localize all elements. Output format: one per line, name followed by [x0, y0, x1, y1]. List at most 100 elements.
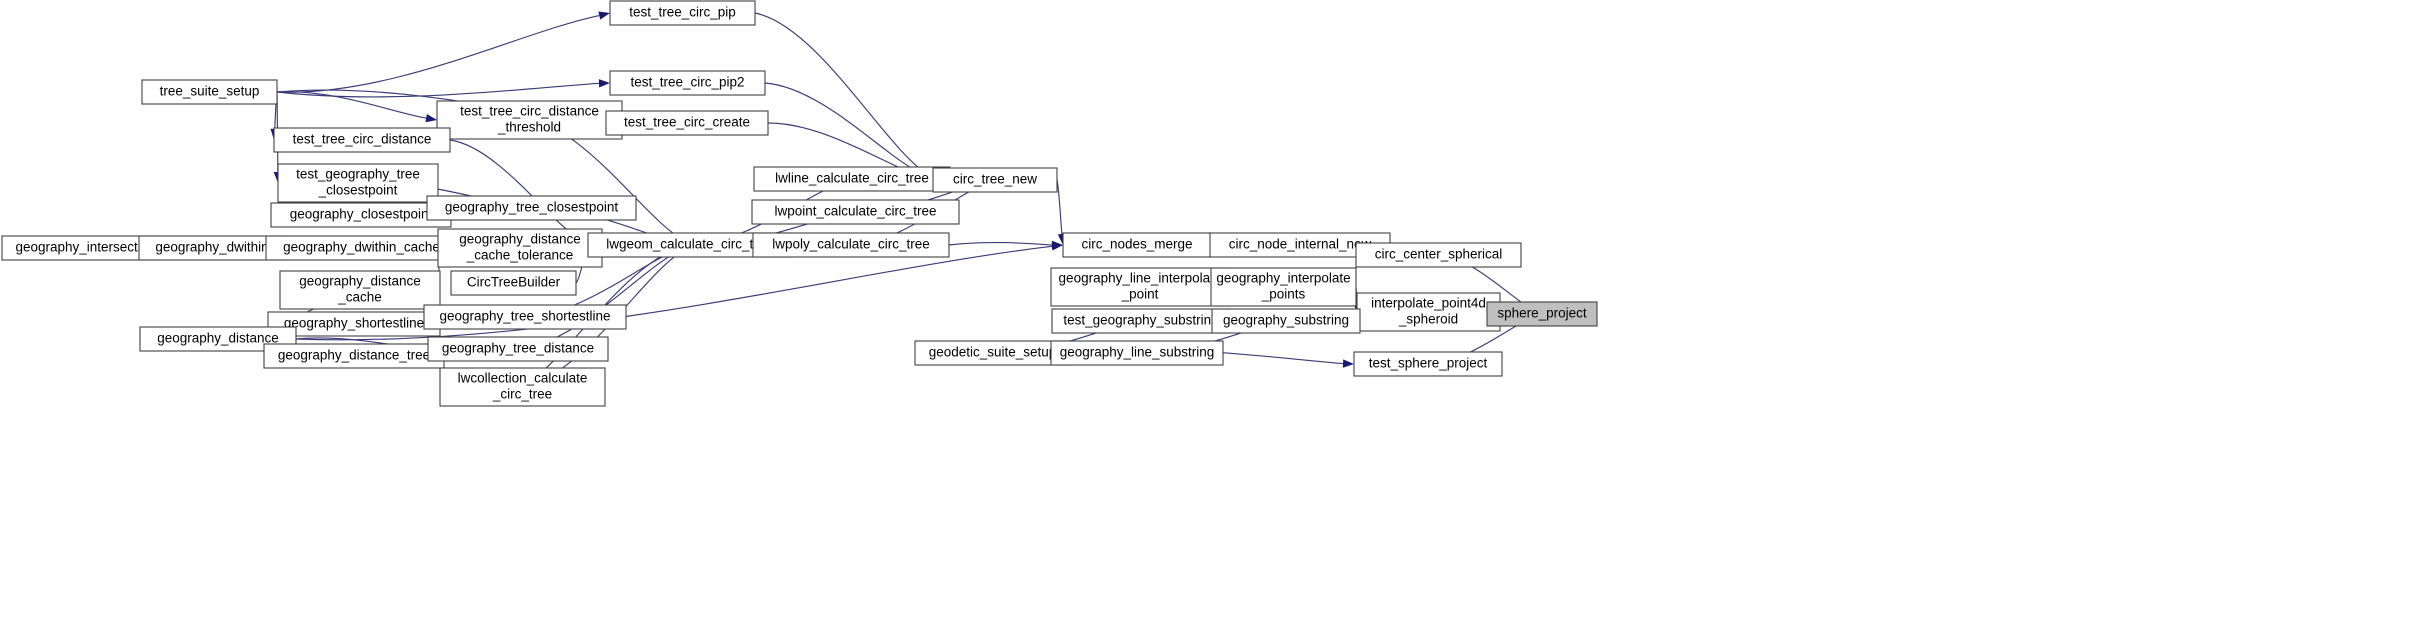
node-box[interactable]	[437, 228, 603, 268]
graph-node-geography-intersects[interactable]: geography_intersects	[1, 235, 159, 261]
node-box[interactable]	[1211, 308, 1361, 334]
node-box[interactable]	[605, 110, 769, 136]
node-label: _threshold	[497, 120, 561, 135]
node-box[interactable]	[426, 195, 637, 221]
node-box[interactable]	[439, 367, 606, 407]
node-label: lwpoly_calculate_circ_tree	[772, 237, 930, 252]
edge-arrowhead	[598, 79, 610, 88]
graph-node-geography-distance-tree[interactable]: geography_distance_tree	[263, 343, 445, 369]
node-label: test_geography_substring	[1063, 313, 1218, 328]
node-box[interactable]	[265, 235, 458, 261]
graph-node-lwcollection-calculate-circ-tree[interactable]: lwcollection_calculate_circ_tree	[439, 367, 606, 407]
graph-node-test-tree-circ-distance-threshold[interactable]: test_tree_circ_distance_threshold	[436, 100, 623, 140]
graph-node-geography-interpolate-points[interactable]: geography_interpolate_points	[1210, 267, 1357, 307]
graph-node-geography-distance-cache-tolerance[interactable]: geography_distance_cache_tolerance	[437, 228, 603, 268]
graph-node-geography-distance[interactable]: geography_distance	[139, 326, 297, 352]
node-label: geography_dwithin_cache	[283, 240, 440, 255]
node-label: geography_line_interpolate	[1059, 271, 1222, 286]
node-box[interactable]	[1353, 351, 1503, 377]
node-label: test_tree_circ_distance	[293, 132, 432, 147]
node-label: tree_suite_setup	[160, 84, 260, 99]
graph-node-geography-tree-closestpoint[interactable]: geography_tree_closestpoint	[426, 195, 637, 221]
node-label: lwcollection_calculate	[458, 371, 588, 386]
graph-node-lwpoint-calculate-circ-tree[interactable]: lwpoint_calculate_circ_tree	[751, 199, 960, 225]
graph-node-test-tree-circ-pip2[interactable]: test_tree_circ_pip2	[609, 70, 766, 96]
graph-node-geography-shortestline[interactable]: geography_shortestline	[267, 311, 441, 337]
graph-node-test-tree-circ-distance[interactable]: test_tree_circ_distance	[273, 127, 451, 153]
node-label: geography_distance	[459, 232, 581, 247]
node-box[interactable]	[609, 0, 756, 26]
node-label: _circ_tree	[492, 387, 552, 402]
node-box[interactable]	[141, 79, 278, 105]
graph-node-CircTreeBuilder[interactable]: CircTreeBuilder	[450, 270, 577, 296]
graph-node-circ-tree-new[interactable]: circ_tree_new	[932, 167, 1058, 193]
graph-node-lwline-calculate-circ-tree[interactable]: lwline_calculate_circ_tree	[753, 166, 951, 192]
node-box[interactable]	[1050, 267, 1230, 307]
graph-node-geography-tree-distance[interactable]: geography_tree_distance	[427, 336, 609, 362]
node-box[interactable]	[753, 166, 951, 192]
call-edge	[276, 14, 600, 93]
edge-arrowhead	[1342, 359, 1354, 368]
node-box[interactable]	[263, 343, 445, 369]
graph-node-geography-dwithin[interactable]: geography_dwithin	[138, 235, 286, 261]
graph-node-geography-line-interpolate-point[interactable]: geography_line_interpolate_point	[1050, 267, 1230, 307]
graph-node-test-tree-circ-create[interactable]: test_tree_circ_create	[605, 110, 769, 136]
graph-node-test-geography-substring[interactable]: test_geography_substring	[1051, 308, 1231, 334]
graph-node-circ-center-spherical[interactable]: circ_center_spherical	[1355, 242, 1522, 268]
node-label: circ_tree_new	[953, 172, 1037, 187]
graph-node-geography-distance-cache[interactable]: geography_distance_cache	[279, 270, 441, 310]
node-box[interactable]	[1486, 301, 1598, 327]
node-box[interactable]	[267, 311, 441, 337]
graph-node-sphere-project[interactable]: sphere_project	[1486, 301, 1598, 327]
node-label: _closestpoint	[318, 183, 398, 198]
node-box[interactable]	[279, 270, 441, 310]
node-label: circ_nodes_merge	[1081, 237, 1192, 252]
graph-node-tree-suite-setup[interactable]: tree_suite_setup	[141, 79, 278, 105]
graph-node-test-geography-tree-closestpoint[interactable]: test_geography_tree_closestpoint	[277, 163, 439, 203]
nodes-layer: test_tree_circ_pip test_tree_circ_pip2tre…	[1, 0, 1598, 407]
node-label: circ_center_spherical	[1375, 247, 1503, 262]
node-label: geography_interpolate	[1216, 271, 1350, 286]
node-box[interactable]	[1355, 242, 1522, 268]
node-label: CircTreeBuilder	[467, 275, 561, 290]
node-label: _cache_tolerance	[466, 248, 574, 263]
node-label: geography_distance	[299, 274, 421, 289]
node-box[interactable]	[427, 336, 609, 362]
call-edge	[295, 245, 1053, 341]
graph-node-geography-line-substring[interactable]: geography_line_substring	[1050, 340, 1224, 366]
graph-node-lwpoly-calculate-circ-tree[interactable]: lwpoly_calculate_circ_tree	[752, 232, 950, 258]
node-label: geography_shortestline	[284, 316, 424, 331]
node-box[interactable]	[450, 270, 577, 296]
node-label: test_tree_circ_pip	[629, 5, 736, 20]
node-box[interactable]	[138, 235, 286, 261]
node-box[interactable]	[1050, 340, 1224, 366]
node-label: lwgeom_calculate_circ_tree	[606, 237, 773, 252]
node-box[interactable]	[914, 340, 1071, 366]
node-label: geography_distance	[157, 331, 279, 346]
node-box[interactable]	[423, 304, 627, 330]
node-label: lwpoint_calculate_circ_tree	[774, 204, 936, 219]
graph-node-geography-dwithin-cache[interactable]: geography_dwithin_cache	[265, 235, 458, 261]
node-label: geography_intersects	[15, 240, 144, 255]
node-label: test_geography_tree	[296, 167, 420, 182]
node-box[interactable]	[1051, 308, 1231, 334]
node-box[interactable]	[609, 70, 766, 96]
graph-node-geodetic-suite-setup[interactable]: geodetic_suite_setup	[914, 340, 1071, 366]
graph-node-geography-closestpoint[interactable]: geography_closestpoint	[270, 202, 452, 228]
call-edge	[1056, 179, 1063, 235]
graph-node-interpolate-point4d-spheroid[interactable]: interpolate_point4d_spheroid	[1356, 292, 1501, 332]
graph-node-geography-tree-shortestline[interactable]: geography_tree_shortestline	[423, 304, 627, 330]
node-box[interactable]	[277, 163, 439, 203]
node-box[interactable]	[1210, 267, 1357, 307]
call-edge	[754, 12, 926, 173]
node-box[interactable]	[932, 167, 1058, 193]
graph-node-circ-nodes-merge[interactable]: circ_nodes_merge	[1062, 232, 1212, 258]
graph-node-test-sphere-project[interactable]: test_sphere_project	[1353, 351, 1503, 377]
edge-arrowhead	[425, 113, 437, 123]
node-box[interactable]	[1356, 292, 1501, 332]
graph-node-geography-substring[interactable]: geography_substring	[1211, 308, 1361, 334]
node-box[interactable]	[273, 127, 451, 153]
node-box[interactable]	[752, 232, 950, 258]
node-box[interactable]	[751, 199, 960, 225]
graph-node-test-tree-circ-pip[interactable]: test_tree_circ_pip	[609, 0, 756, 26]
